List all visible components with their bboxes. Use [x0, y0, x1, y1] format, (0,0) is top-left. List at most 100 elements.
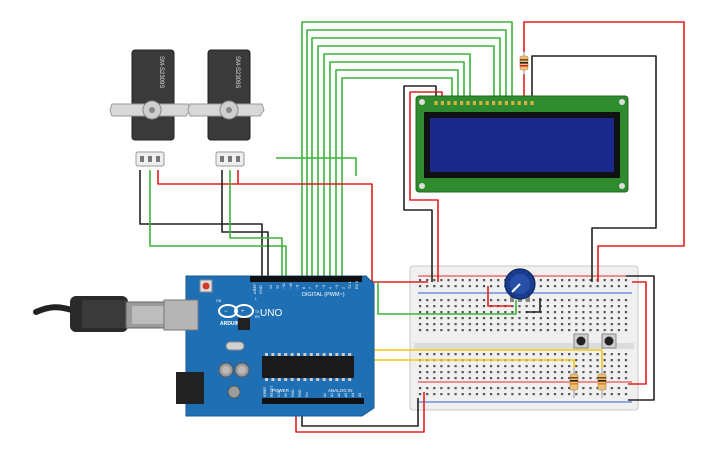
breadboard-hole[interactable]	[525, 329, 528, 332]
breadboard-hole[interactable]	[539, 353, 542, 356]
breadboard-hole[interactable]	[575, 305, 578, 308]
breadboard-hole[interactable]	[419, 353, 422, 356]
breadboard-hole[interactable]	[553, 365, 557, 368]
breadboard-hole[interactable]	[454, 285, 457, 288]
breadboard-hole[interactable]	[610, 317, 613, 320]
lcd-pin[interactable]	[511, 101, 515, 105]
breadboard-hole[interactable]	[525, 387, 528, 390]
breadboard-hole[interactable]	[546, 393, 549, 396]
breadboard-hole[interactable]	[454, 317, 457, 320]
breadboard-hole[interactable]	[482, 387, 486, 390]
breadboard-hole[interactable]	[468, 353, 471, 356]
breadboard-hole[interactable]	[603, 359, 606, 362]
breadboard-hole[interactable]	[617, 299, 620, 302]
breadboard-hole[interactable]	[419, 387, 422, 390]
breadboard-hole[interactable]	[575, 285, 578, 288]
breadboard-hole[interactable]	[539, 305, 542, 308]
breadboard-hole[interactable]	[539, 323, 542, 326]
breadboard-hole[interactable]	[497, 311, 500, 314]
breadboard-hole[interactable]	[553, 387, 557, 390]
breadboard-hole[interactable]	[433, 387, 436, 390]
breadboard-hole[interactable]	[490, 365, 493, 368]
breadboard-hole[interactable]	[490, 393, 493, 396]
breadboard-hole[interactable]	[518, 387, 521, 390]
breadboard-hole[interactable]	[426, 371, 429, 374]
breadboard-hole[interactable]	[596, 353, 599, 356]
breadboard-hole[interactable]	[532, 365, 535, 368]
breadboard-hole[interactable]	[546, 323, 549, 326]
breadboard-hole[interactable]	[596, 377, 599, 380]
breadboard-hole[interactable]	[482, 299, 486, 302]
breadboard-hole[interactable]	[610, 377, 613, 380]
breadboard-hole[interactable]	[461, 377, 464, 380]
usb-cable[interactable]	[33, 296, 171, 332]
breadboard-hole[interactable]	[482, 317, 486, 320]
breadboard-hole[interactable]	[497, 323, 500, 326]
breadboard-hole[interactable]	[447, 317, 450, 320]
breadboard-hole[interactable]	[475, 377, 478, 380]
breadboard-hole[interactable]	[468, 311, 471, 314]
breadboard-hole[interactable]	[561, 365, 564, 368]
breadboard-hole[interactable]	[617, 393, 620, 396]
breadboard-hole[interactable]	[490, 371, 493, 374]
breadboard-hole[interactable]	[568, 387, 571, 390]
breadboard-hole[interactable]	[582, 371, 585, 374]
breadboard-hole[interactable]	[497, 387, 500, 390]
breadboard-hole[interactable]	[624, 377, 628, 380]
breadboard-hole[interactable]	[553, 393, 557, 396]
breadboard-hole[interactable]	[561, 317, 564, 320]
breadboard-hole[interactable]	[468, 279, 471, 282]
breadboard-hole[interactable]	[468, 299, 471, 302]
breadboard-hole[interactable]	[475, 285, 478, 288]
breadboard-hole[interactable]	[589, 305, 592, 308]
lcd-pin[interactable]	[472, 101, 476, 105]
breadboard-hole[interactable]	[454, 311, 457, 314]
lcd-pin[interactable]	[524, 101, 528, 105]
breadboard-hole[interactable]	[426, 323, 429, 326]
breadboard-hole[interactable]	[610, 279, 613, 282]
breadboard-hole[interactable]	[568, 393, 571, 396]
breadboard-hole[interactable]	[433, 323, 436, 326]
breadboard-hole[interactable]	[539, 371, 542, 374]
breadboard-hole[interactable]	[497, 279, 500, 282]
lcd-pin[interactable]	[479, 101, 483, 105]
breadboard-hole[interactable]	[511, 353, 514, 356]
breadboard-hole[interactable]	[447, 377, 450, 380]
breadboard-hole[interactable]	[504, 365, 507, 368]
breadboard-hole[interactable]	[575, 311, 578, 314]
breadboard-hole[interactable]	[440, 387, 443, 390]
breadboard-hole[interactable]	[482, 371, 486, 374]
breadboard-hole[interactable]	[433, 311, 436, 314]
breadboard-hole[interactable]	[561, 323, 564, 326]
breadboard-hole[interactable]	[511, 365, 514, 368]
breadboard-hole[interactable]	[482, 323, 486, 326]
breadboard-hole[interactable]	[419, 393, 422, 396]
breadboard-hole[interactable]	[589, 329, 592, 332]
lcd-pin[interactable]	[447, 101, 451, 105]
lcd-module[interactable]	[415, 95, 629, 193]
breadboard-hole[interactable]	[575, 329, 578, 332]
breadboard-hole[interactable]	[454, 323, 457, 326]
breadboard-hole[interactable]	[504, 317, 507, 320]
breadboard-hole[interactable]	[582, 377, 585, 380]
breadboard-hole[interactable]	[624, 365, 628, 368]
breadboard-hole[interactable]	[490, 285, 493, 288]
resistor[interactable]	[569, 368, 579, 398]
breadboard-hole[interactable]	[440, 305, 443, 308]
breadboard-hole[interactable]	[518, 305, 521, 308]
breadboard-hole[interactable]	[426, 377, 429, 380]
breadboard-hole[interactable]	[454, 329, 457, 332]
breadboard-hole[interactable]	[504, 371, 507, 374]
breadboard-hole[interactable]	[624, 279, 628, 282]
breadboard-hole[interactable]	[546, 329, 549, 332]
breadboard-hole[interactable]	[568, 323, 571, 326]
breadboard-hole[interactable]	[511, 387, 514, 390]
breadboard-hole[interactable]	[454, 353, 457, 356]
breadboard-hole[interactable]	[440, 365, 443, 368]
breadboard-hole[interactable]	[433, 365, 436, 368]
breadboard-hole[interactable]	[610, 323, 613, 326]
breadboard-hole[interactable]	[475, 365, 478, 368]
breadboard-hole[interactable]	[440, 279, 443, 282]
breadboard-hole[interactable]	[475, 353, 478, 356]
